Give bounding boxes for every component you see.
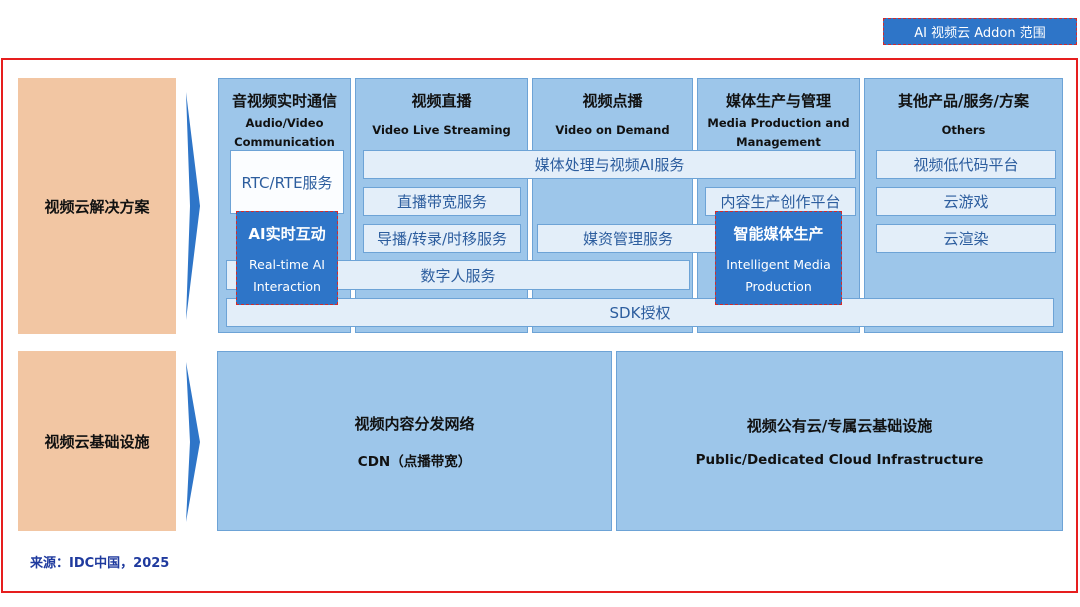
column-subtitle: Video Live Streaming bbox=[372, 123, 511, 137]
highlight-title: AI实时互动 bbox=[248, 225, 326, 243]
highlight-ai-realtime: AI实时互动 Real-time AI Interaction bbox=[236, 211, 338, 305]
highlight-subtitle: Real-time AI bbox=[249, 257, 325, 272]
chevron-arrow-icon bbox=[186, 92, 200, 320]
column-title: 视频直播 bbox=[411, 92, 472, 110]
service-lowcode-label: 视频低代码平台 bbox=[913, 156, 1019, 174]
service-asset-mgmt: 媒资管理服务 bbox=[537, 224, 719, 253]
infra-cloud-title: 视频公有云/专属云基础设施 bbox=[746, 416, 933, 435]
service-cloud-gaming-label: 云游戏 bbox=[943, 193, 989, 211]
service-media-ai-label: 媒体处理与视频AI服务 bbox=[534, 156, 685, 174]
infra-cdn-subtitle: CDN（点播带宽） bbox=[357, 453, 472, 470]
column-subtitle: Others bbox=[941, 123, 986, 137]
highlight-subtitle: Production bbox=[745, 279, 812, 294]
service-cloud-render: 云渲染 bbox=[876, 224, 1056, 253]
infra-cdn-title: 视频内容分发网络 bbox=[354, 414, 475, 433]
row-label-solutions: 视频云解决方案 bbox=[18, 78, 176, 334]
service-transcode-label: 导播/转录/时移服务 bbox=[376, 230, 508, 248]
legend-label: AI 视频云 Addon 范围 bbox=[914, 26, 1046, 41]
column-title: 视频点播 bbox=[582, 92, 643, 110]
service-transcode: 导播/转录/时移服务 bbox=[363, 224, 521, 253]
column-subtitle: Communication bbox=[234, 135, 335, 149]
service-asset-mgmt-label: 媒资管理服务 bbox=[582, 230, 673, 248]
row-label-solutions-text: 视频云解决方案 bbox=[44, 197, 150, 216]
column-title: 音视频实时通信 bbox=[231, 92, 337, 110]
service-cloud-render-label: 云渲染 bbox=[943, 230, 989, 248]
service-sdk: SDK授权 bbox=[226, 298, 1054, 327]
service-rtc-label: RTC/RTE服务 bbox=[241, 173, 333, 192]
service-sdk-label: SDK授权 bbox=[609, 304, 671, 322]
diagram-frame bbox=[1, 58, 1078, 593]
column-subtitle: Management bbox=[736, 135, 821, 149]
chevron-arrow-icon bbox=[186, 362, 200, 522]
highlight-subtitle: Intelligent Media bbox=[726, 257, 831, 272]
highlight-title: 智能媒体生产 bbox=[733, 225, 824, 243]
infra-cdn: 视频内容分发网络 CDN（点播带宽） bbox=[217, 351, 612, 531]
service-cloud-gaming: 云游戏 bbox=[876, 187, 1056, 216]
column-subtitle: Media Production and bbox=[707, 116, 850, 130]
row-label-infrastructure-text: 视频云基础设施 bbox=[44, 432, 150, 451]
column-subtitle: Video on Demand bbox=[555, 123, 670, 137]
highlight-ai-media: 智能媒体生产 Intelligent Media Production bbox=[715, 211, 842, 305]
service-rtc: RTC/RTE服务 bbox=[230, 150, 344, 214]
row-label-infrastructure: 视频云基础设施 bbox=[18, 351, 176, 531]
infra-cloud-subtitle: Public/Dedicated Cloud Infrastructure bbox=[695, 451, 984, 468]
service-media-ai: 媒体处理与视频AI服务 bbox=[363, 150, 856, 179]
service-lowcode: 视频低代码平台 bbox=[876, 150, 1056, 179]
service-live-bandwidth-label: 直播带宽服务 bbox=[396, 193, 487, 211]
column-title: 媒体生产与管理 bbox=[725, 92, 831, 110]
source-note: 来源：IDC中国，2025 bbox=[30, 556, 170, 571]
service-live-bandwidth: 直播带宽服务 bbox=[363, 187, 521, 216]
column-title: 其他产品/服务/方案 bbox=[898, 92, 1029, 110]
infra-cloud: 视频公有云/专属云基础设施 Public/Dedicated Cloud Inf… bbox=[616, 351, 1063, 531]
column-subtitle: Audio/Video bbox=[245, 116, 324, 130]
legend-badge: AI 视频云 Addon 范围 bbox=[883, 18, 1077, 45]
column-vod: 视频点播 Video on Demand bbox=[532, 78, 693, 333]
highlight-subtitle: Interaction bbox=[253, 279, 321, 294]
service-content-creation-label: 内容生产创作平台 bbox=[720, 193, 841, 211]
service-digital-human-label: 数字人服务 bbox=[420, 266, 496, 285]
